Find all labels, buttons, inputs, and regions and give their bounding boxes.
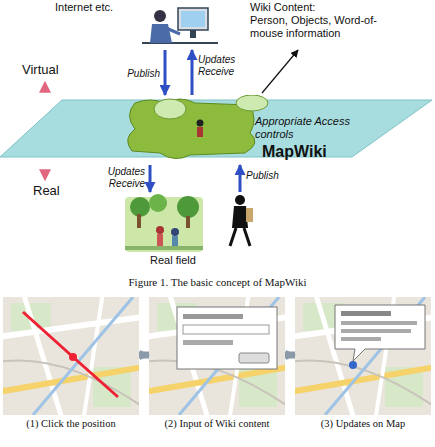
flow-arrow [239,165,242,192]
screenshot-panel: (3) Updates on Map [295,297,431,437]
edge-label: Updates Receive [95,166,145,189]
mapwiki-plane: Appropriate Access controlsMapWiki [0,95,435,165]
edge-label: Updates Receive [198,54,250,77]
screenshot-panel: (1) Click the position [3,297,139,437]
flow-arrow [191,50,194,95]
content-note: Person, Objects, Word-of-mouse informati… [250,14,400,39]
flow-arrow [285,352,295,359]
screenshot-panel: (2) Input of Wiki content [149,297,285,437]
axis-label: Virtual [22,63,72,78]
node-label: Real field [150,254,220,267]
axis-label: Real [33,184,73,199]
edge-label: Publish [112,68,160,80]
edge-label: Publish [246,170,291,182]
real-field: Real field [115,192,265,270]
node-title: MapWiki [262,143,352,161]
node-label: Internet etc. [55,1,145,14]
internet-user: Internet etc. [55,0,210,50]
figure-caption: Figure 1. The basic concept of MapWiki [0,276,435,289]
flow-arrow [139,352,149,359]
node-label: (1) Click the position [3,418,139,430]
node-label: (2) Input of Wiki content [149,418,285,430]
node-label: Appropriate Access controls [255,115,351,140]
plane-outline [0,95,435,165]
flow-arrow [149,165,152,192]
flow-arrow [164,50,167,95]
node-label: (3) Updates on Map [295,418,431,430]
content-heading: Wiki Content: [250,1,430,14]
